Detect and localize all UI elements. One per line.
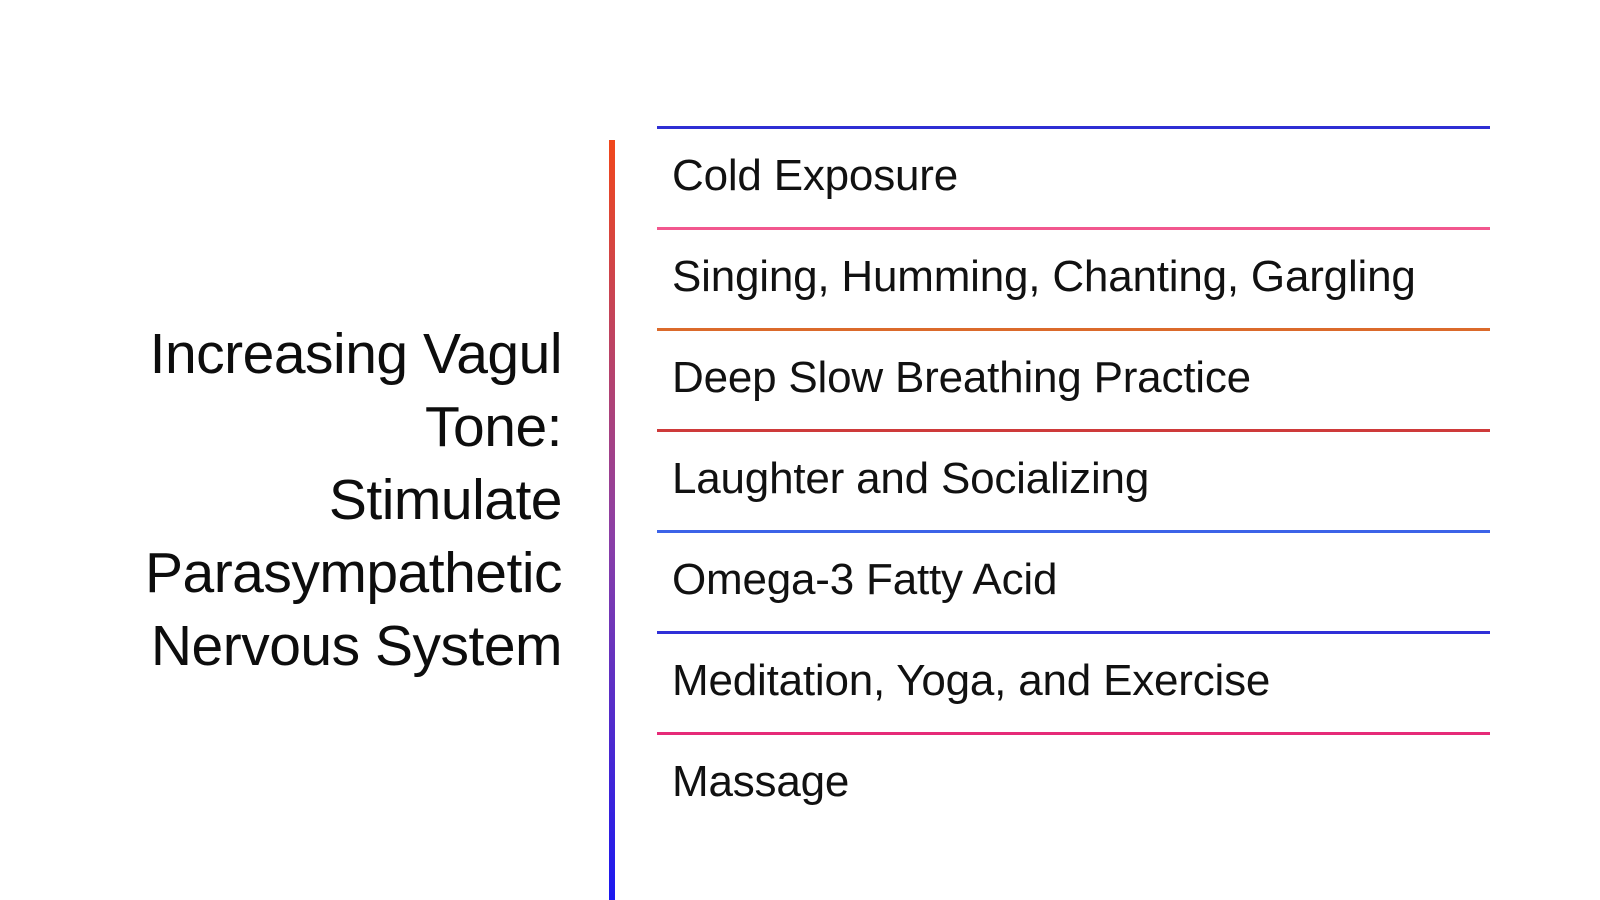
item-rule [657,530,1490,533]
list-item: Omega-3 Fatty Acid [657,530,1490,631]
title-line-3: Stimulate [328,468,563,532]
list-item-label: Omega-3 Fatty Acid [672,555,1058,604]
list-item-label: Singing, Humming, Chanting, Gargling [672,252,1416,301]
title-line-4: Parasympathetic [144,541,563,605]
list-item-label: Meditation, Yoga, and Exercise [672,656,1271,705]
title-line-5: Nervous System [150,614,563,678]
list-item-label: Deep Slow Breathing Practice [672,353,1251,402]
page-title: Increasing Vagul Tone: Stimulate Parasym… [40,318,563,683]
technique-list: Cold Exposure Singing, Humming, Chanting… [657,126,1490,833]
title-line-2: Tone: [425,395,562,459]
list-item-label: Massage [672,757,850,806]
item-rule [657,227,1490,230]
list-item: Laughter and Socializing [657,429,1490,530]
list-item-label: Cold Exposure [672,151,958,200]
list-item: Meditation, Yoga, and Exercise [657,631,1490,732]
item-rule [657,732,1490,735]
item-rule [657,328,1490,331]
item-rule [657,126,1490,129]
item-rule [657,429,1490,432]
item-rule [657,631,1490,634]
vertical-gradient-divider [609,140,615,900]
list-item: Deep Slow Breathing Practice [657,328,1490,429]
list-item: Singing, Humming, Chanting, Gargling [657,227,1490,328]
list-item-label: Laughter and Socializing [672,454,1150,503]
list-item: Cold Exposure [657,126,1490,227]
title-line-1: Increasing Vagul [149,322,563,386]
list-item: Massage [657,732,1490,833]
